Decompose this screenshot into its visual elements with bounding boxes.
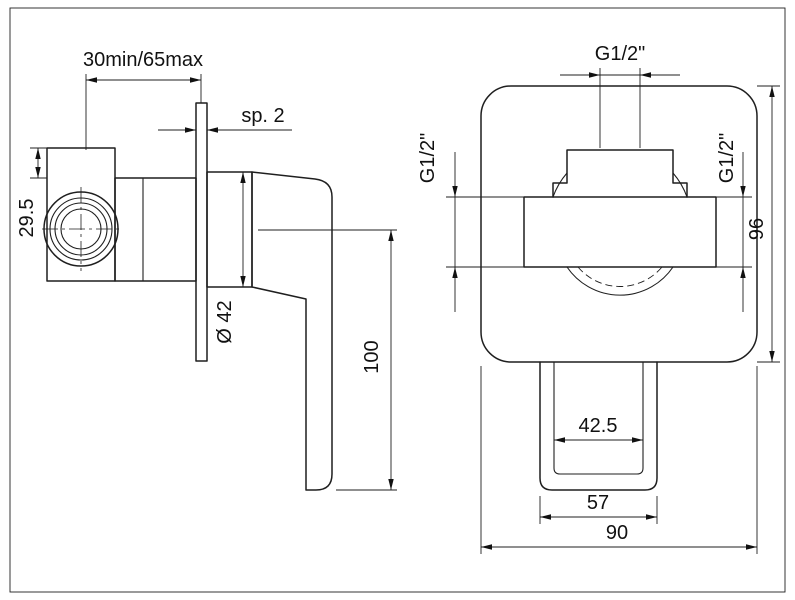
dim-connection-left: G1/2"	[417, 133, 439, 183]
dim-plate-thickness: sp. 2	[241, 105, 284, 127]
dim-lever-length: 100	[361, 340, 383, 373]
lever-front-outer	[539, 361, 658, 491]
drawing-border	[9, 7, 786, 593]
top-connection-bracket	[552, 149, 688, 198]
hub-hidden-arc	[577, 266, 663, 287]
side-view	[42, 102, 333, 491]
valve-body-side	[114, 177, 197, 282]
dim-connection-right: G1/2"	[716, 133, 738, 183]
escutcheon-plate-side	[195, 102, 208, 362]
dim-plate-height: 96	[746, 218, 768, 240]
dim-plate-width: 90	[606, 522, 628, 544]
front-view	[480, 85, 758, 491]
dim-connection-top: G1/2"	[595, 43, 645, 65]
handle-cap-side	[206, 171, 253, 288]
side-view-dimensions: 30min/65max sp. 2 29.5 Ø 42 100	[16, 49, 397, 491]
hub-arc-left	[552, 172, 568, 198]
hub-arc-bottom	[566, 266, 674, 296]
escutcheon-plate-front	[480, 85, 758, 363]
lever-front-inner	[553, 361, 644, 475]
dim-wall-depth: 30min/65max	[83, 49, 203, 71]
dim-lever-inner-width: 42.5	[579, 415, 618, 437]
front-view-dimensions: G1/2" G1/2" G1/2" 96 42.5 57 90	[417, 43, 780, 554]
hub-arc-right	[672, 172, 688, 198]
valve-body-front	[523, 196, 717, 268]
dim-handle-diameter: Ø 42	[214, 300, 236, 343]
dim-inlet-offset: 29.5	[16, 199, 38, 238]
lever-side	[251, 171, 333, 491]
dim-lever-width: 57	[587, 492, 609, 514]
